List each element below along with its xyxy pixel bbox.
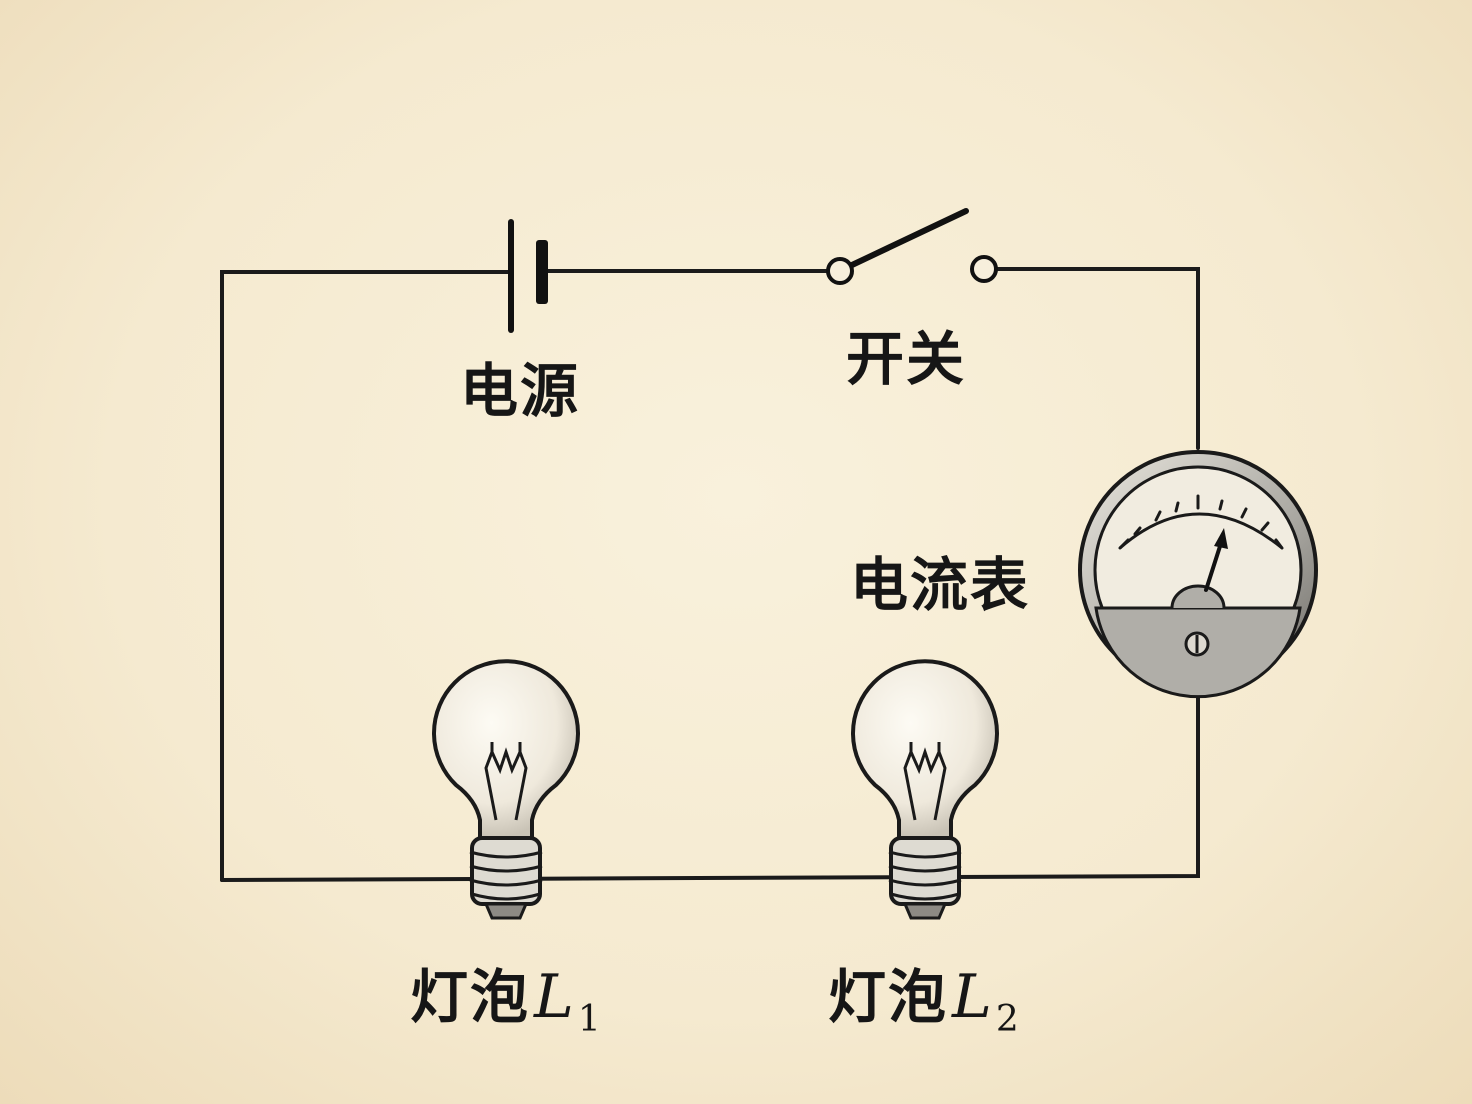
light-bulb-icon: [851, 659, 999, 920]
ammeter-icon: [1078, 450, 1318, 699]
bulb2-label-var: L: [952, 962, 994, 1032]
power-label: 电源: [460, 357, 581, 425]
bulb2-label-text: 灯泡: [828, 963, 949, 1031]
switch-label: 开关: [846, 325, 967, 393]
battery-icon: [508, 219, 548, 333]
bulb1-label-var: L: [534, 962, 576, 1032]
bulb1-label-sub: 1: [577, 999, 603, 1040]
light-bulb-icon: [432, 659, 580, 920]
open-switch-icon: [826, 208, 998, 285]
bulb2-label: 灯泡L2: [828, 950, 1021, 1040]
ammeter-label: 电流表: [850, 551, 1031, 619]
bulb1-label-text: 灯泡: [410, 963, 531, 1031]
circuit-wire: [220, 267, 1200, 882]
bulb2-label-sub: 2: [995, 999, 1021, 1040]
bulb1-label: 灯泡L1: [410, 950, 603, 1040]
